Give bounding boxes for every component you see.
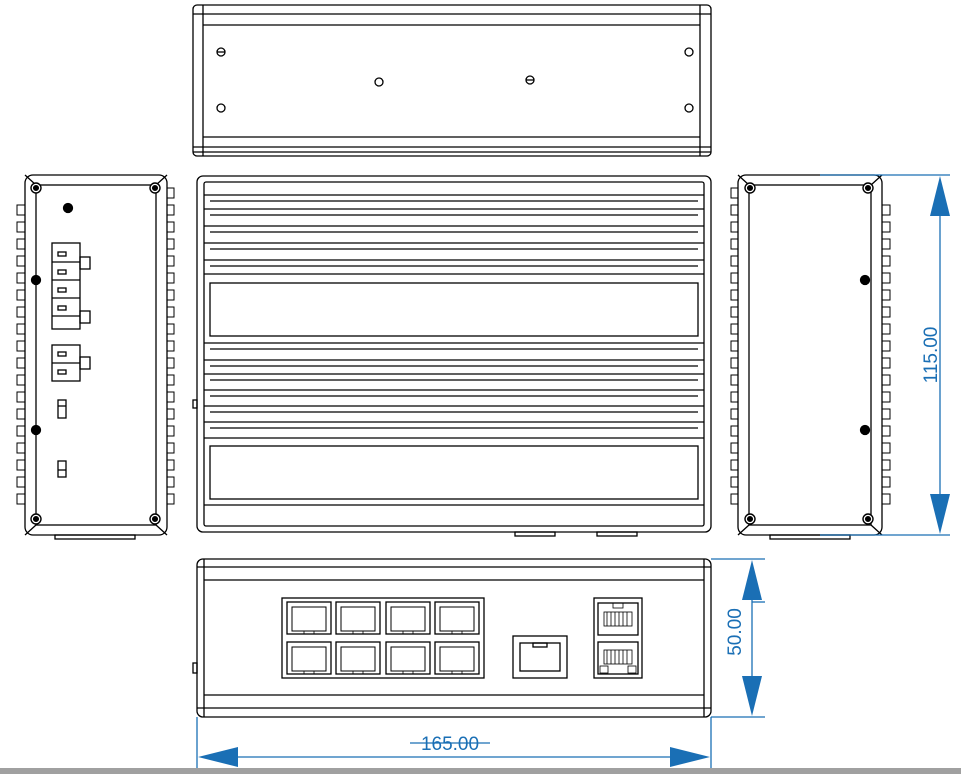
right-side-view (730, 174, 891, 540)
left-side-view (16, 174, 175, 540)
width-dimension-label: 165.00 (421, 734, 479, 755)
bottom-border-strip (0, 768, 961, 774)
port-view (192, 558, 712, 718)
dimension-lines (196, 174, 950, 770)
top-view (192, 4, 712, 157)
main-view (192, 175, 712, 537)
depth-dimension-label: 50.00 (725, 608, 746, 656)
height-dimension-label: 115.00 (921, 327, 942, 384)
